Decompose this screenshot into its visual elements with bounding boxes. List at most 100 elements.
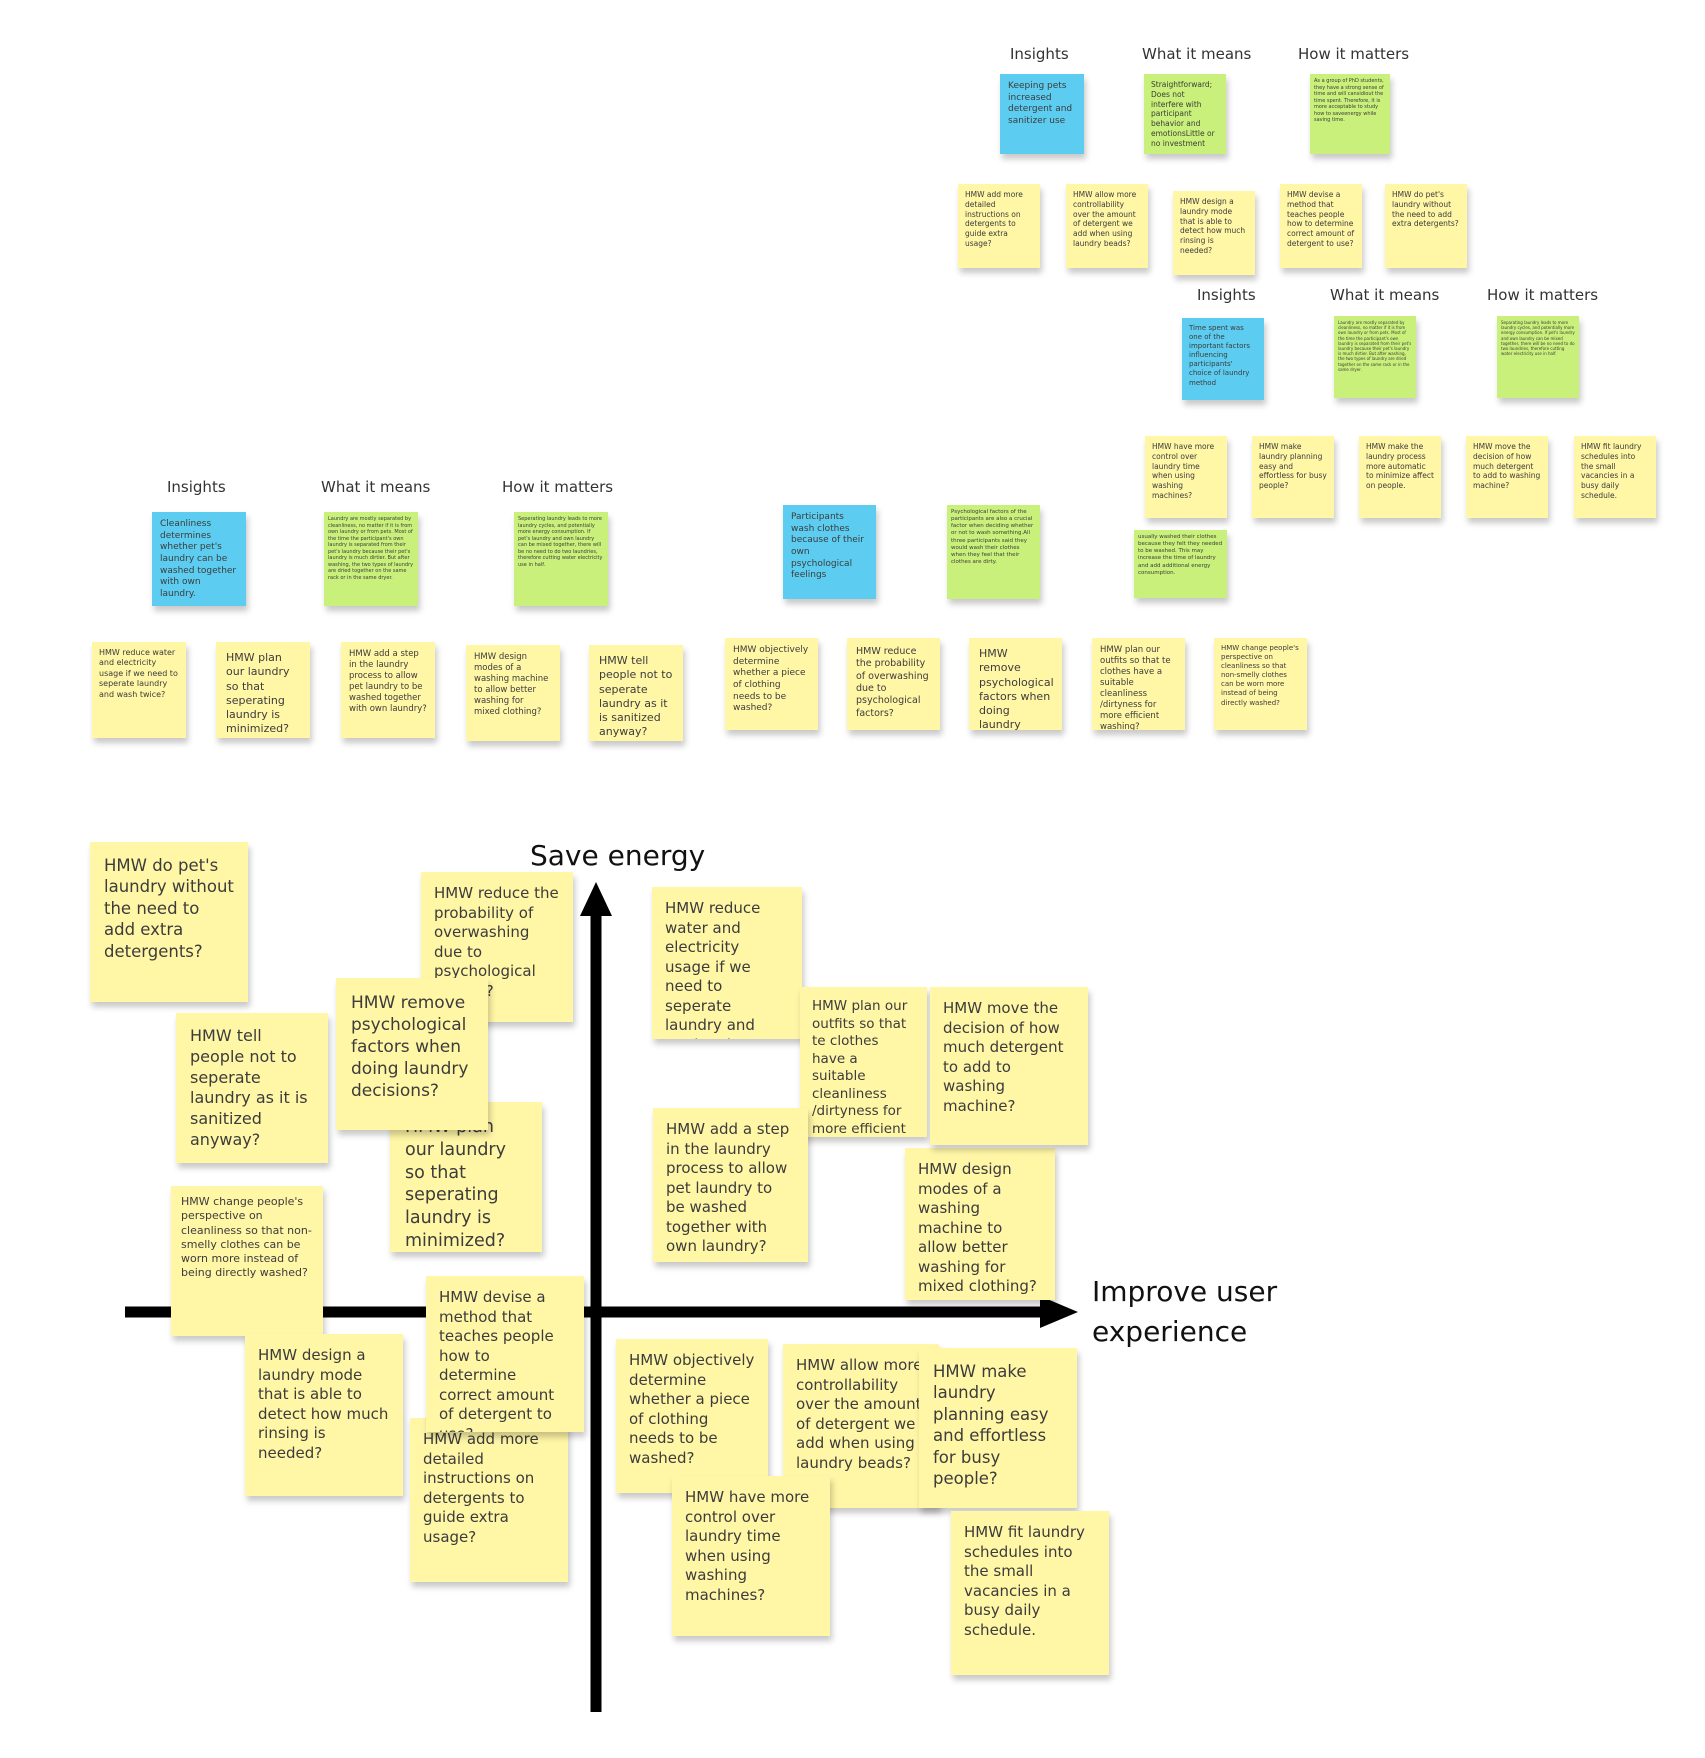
section-d-insight-note[interactable]: Time spent was one of the important fact… [1182,318,1264,400]
note-text: HMW add a step in the laundry process to… [349,649,427,715]
x-axis-label: Improve user experience [1092,1275,1278,1348]
note-text: HMW plan our laundry so that seperating … [405,1117,506,1251]
section-b-hmw-note-4[interactable]: HMW plan our outfits so that te clothes … [1092,638,1185,730]
matrix-hmw-note-17[interactable]: HMW have more control over laundry time … [672,1476,830,1636]
section-c-means-note[interactable]: Straightforward; Does not interfere with… [1144,74,1226,154]
matrix-hmw-note-19[interactable]: HMW fit laundry schedules into the small… [951,1511,1109,1675]
note-text: HMW devise a method that teaches people … [439,1288,555,1432]
note-text: HMW allow more controllability over the … [1073,190,1137,248]
note-text: Seperating laundry leads to more laundry… [518,516,603,568]
note-text: HMW reduce water and electricity usage i… [99,648,178,699]
section-a-hmw-note-4[interactable]: HMW design modes of a washing machine to… [466,645,560,741]
note-text: HMW plan our laundry so that seperating … [226,651,290,736]
note-text: usually washed their clothes because the… [1138,534,1223,576]
matrix-hmw-note-7[interactable]: HMW design a laundry mode that is able t… [245,1334,403,1496]
note-text: Time spent was one of the important fact… [1189,324,1250,387]
section-a-means-note[interactable]: Laundry are mostly separated by cleanlin… [324,512,418,606]
section-a-hmw-note-2[interactable]: HMW plan our laundry so that seperating … [216,642,310,738]
matrix-hmw-note-3[interactable]: HMW tell people not to seperate laundry … [176,1013,328,1163]
section-d-matters-note[interactable]: Separating laundry leads to more laundry… [1497,316,1579,398]
matrix-hmw-note-8[interactable]: HMW add more detailed instructions on de… [410,1418,568,1582]
note-text: HMW add more detailed instructions on de… [423,1430,539,1546]
section-c-hmw-note-5[interactable]: HMW do pet's laundry without the need to… [1385,184,1467,268]
note-text: HMW fit laundry schedules into the small… [964,1523,1085,1639]
note-text: HMW objectively determine whether a piec… [629,1351,755,1467]
matrix-hmw-note-9[interactable]: HMW devise a method that teaches people … [426,1276,584,1432]
matrix-hmw-note-10[interactable]: HMW reduce water and electricity usage i… [652,887,802,1039]
note-text: HMW change people's perspective on clean… [1221,644,1299,707]
section-b-matters-note[interactable]: usually washed their clothes because the… [1134,530,1227,598]
section-d-hmw-note-5[interactable]: HMW fit laundry schedules into the small… [1574,436,1656,518]
note-text: Separating laundry leads to more laundry… [1501,320,1575,357]
section-a-hmw-note-1[interactable]: HMW reduce water and electricity usage i… [92,642,186,738]
section-d-hmw-note-2[interactable]: HMW make laundry planning easy and effor… [1252,436,1334,518]
note-text: HMW plan our outfits so that te clothes … [1100,645,1171,730]
note-text: HMW design a laundry mode that is able t… [1180,197,1246,255]
matrix-hmw-note-18[interactable]: HMW make laundry planning easy and effor… [919,1348,1077,1508]
section-d-hmw-note-1[interactable]: HMW have more control over laundry time … [1145,436,1227,518]
note-text: HMW move the decision of how much deterg… [1473,442,1541,490]
section-c-hmw-note-2[interactable]: HMW allow more controllability over the … [1066,184,1148,268]
section-d-hmw-note-3[interactable]: HMW make the laundry process more automa… [1359,436,1441,518]
y-axis-label: Save energy [530,839,706,872]
section-a-header-1: Insights [167,478,226,496]
section-c-hmw-note-1[interactable]: HMW add more detailed instructions on de… [958,184,1040,268]
note-text: HMW add more detailed instructions on de… [965,190,1023,248]
section-d-header-1: Insights [1197,286,1256,304]
note-text: Participants wash clothes because of the… [791,512,865,581]
note-text: HMW move the decision of how much deterg… [943,999,1064,1115]
note-text: HMW design a laundry mode that is able t… [258,1346,389,1462]
section-a-insight-note[interactable]: Cleanliness determines whether pet's lau… [152,512,246,606]
note-text: HMW design modes of a washing machine to… [474,652,549,718]
section-c-header-1: Insights [1010,45,1069,63]
note-text: HMW reduce water and electricity usage i… [665,899,761,1039]
section-a-header-3: How it matters [502,478,614,496]
section-a-matters-note[interactable]: Seperating laundry leads to more laundry… [514,512,608,606]
note-text: HMW plan our outfits so that te clothes … [812,998,908,1137]
section-b-insight-note[interactable]: Participants wash clothes because of the… [783,505,876,599]
note-text: HMW reduce the probability of overwashin… [856,646,929,719]
note-text: HMW fit laundry schedules into the small… [1581,442,1642,500]
note-text: HMW objectively determine whether a piec… [733,645,809,714]
section-c-matters-note[interactable]: As a group of PhD students, they have a … [1310,74,1390,154]
section-c-hmw-note-4[interactable]: HMW devise a method that teaches people … [1280,184,1362,268]
note-text: HMW reduce the probability of overwashin… [434,884,559,1000]
section-b-hmw-note-3[interactable]: HMW remove psychological factors when do… [969,638,1062,730]
section-d-header-2: What it means [1330,286,1440,304]
note-text: HMW make the laundry process more automa… [1366,442,1434,490]
note-text: HMW add a step in the laundry process to… [666,1120,790,1255]
section-d-means-note[interactable]: Laundry are mostly separated by cleanlin… [1334,316,1416,398]
section-b-means-note[interactable]: Psychological factors of the participant… [947,505,1040,599]
section-a-hmw-note-3[interactable]: HMW add a step in the laundry process to… [341,642,435,738]
matrix-hmw-note-11[interactable]: HMW plan our outfits so that te clothes … [800,987,927,1137]
section-b-hmw-note-5[interactable]: HMW change people's perspective on clean… [1214,638,1307,730]
note-text: Laundry are mostly separated by cleanlin… [1338,320,1412,372]
note-text: HMW devise a method that teaches people … [1287,190,1355,248]
note-text: HMW design modes of a washing machine to… [918,1160,1037,1295]
note-text: HMW make laundry planning easy and effor… [1259,442,1327,490]
x-axis-arrowhead [1040,1296,1078,1328]
matrix-hmw-note-5[interactable]: HMW remove psychological factors when do… [336,978,488,1130]
section-c-hmw-note-3[interactable]: HMW design a laundry mode that is able t… [1173,191,1255,275]
matrix-hmw-note-13[interactable]: HMW design modes of a washing machine to… [905,1148,1055,1300]
section-b-hmw-note-2[interactable]: HMW reduce the probability of overwashin… [847,638,940,730]
y-axis-arrowhead [580,882,612,916]
note-text: Cleanliness determines whether pet's lau… [160,519,237,600]
section-c-header-2: What it means [1142,45,1252,63]
matrix-hmw-note-6[interactable]: HMW change people's perspective on clean… [171,1186,323,1336]
note-text: HMW change people's perspective on clean… [181,1195,312,1280]
section-d-hmw-note-4[interactable]: HMW move the decision of how much deterg… [1466,436,1548,518]
section-a-hmw-note-5[interactable]: HMW tell people not to seperate laundry … [589,645,683,741]
note-text: Psychological factors of the participant… [951,509,1034,565]
matrix-hmw-note-15[interactable]: HMW objectively determine whether a piec… [616,1339,768,1493]
section-b-hmw-note-1[interactable]: HMW objectively determine whether a piec… [725,638,818,730]
section-c-insight-note[interactable]: Keeping pets increased detergent and san… [1000,74,1084,154]
matrix-hmw-note-14[interactable]: HMW move the decision of how much deterg… [930,987,1088,1145]
matrix-hmw-note-1[interactable]: HMW do pet's laundry without the need to… [90,842,248,1002]
note-text: HMW allow more controllability over the … [796,1356,923,1472]
note-text: As a group of PhD students, they have a … [1314,78,1384,123]
matrix-hmw-note-12[interactable]: HMW add a step in the laundry process to… [653,1108,808,1262]
note-text: HMW remove psychological factors when do… [351,993,469,1102]
note-text: HMW tell people not to seperate laundry … [599,654,673,739]
note-text: HMW remove psychological factors when do… [979,647,1054,730]
